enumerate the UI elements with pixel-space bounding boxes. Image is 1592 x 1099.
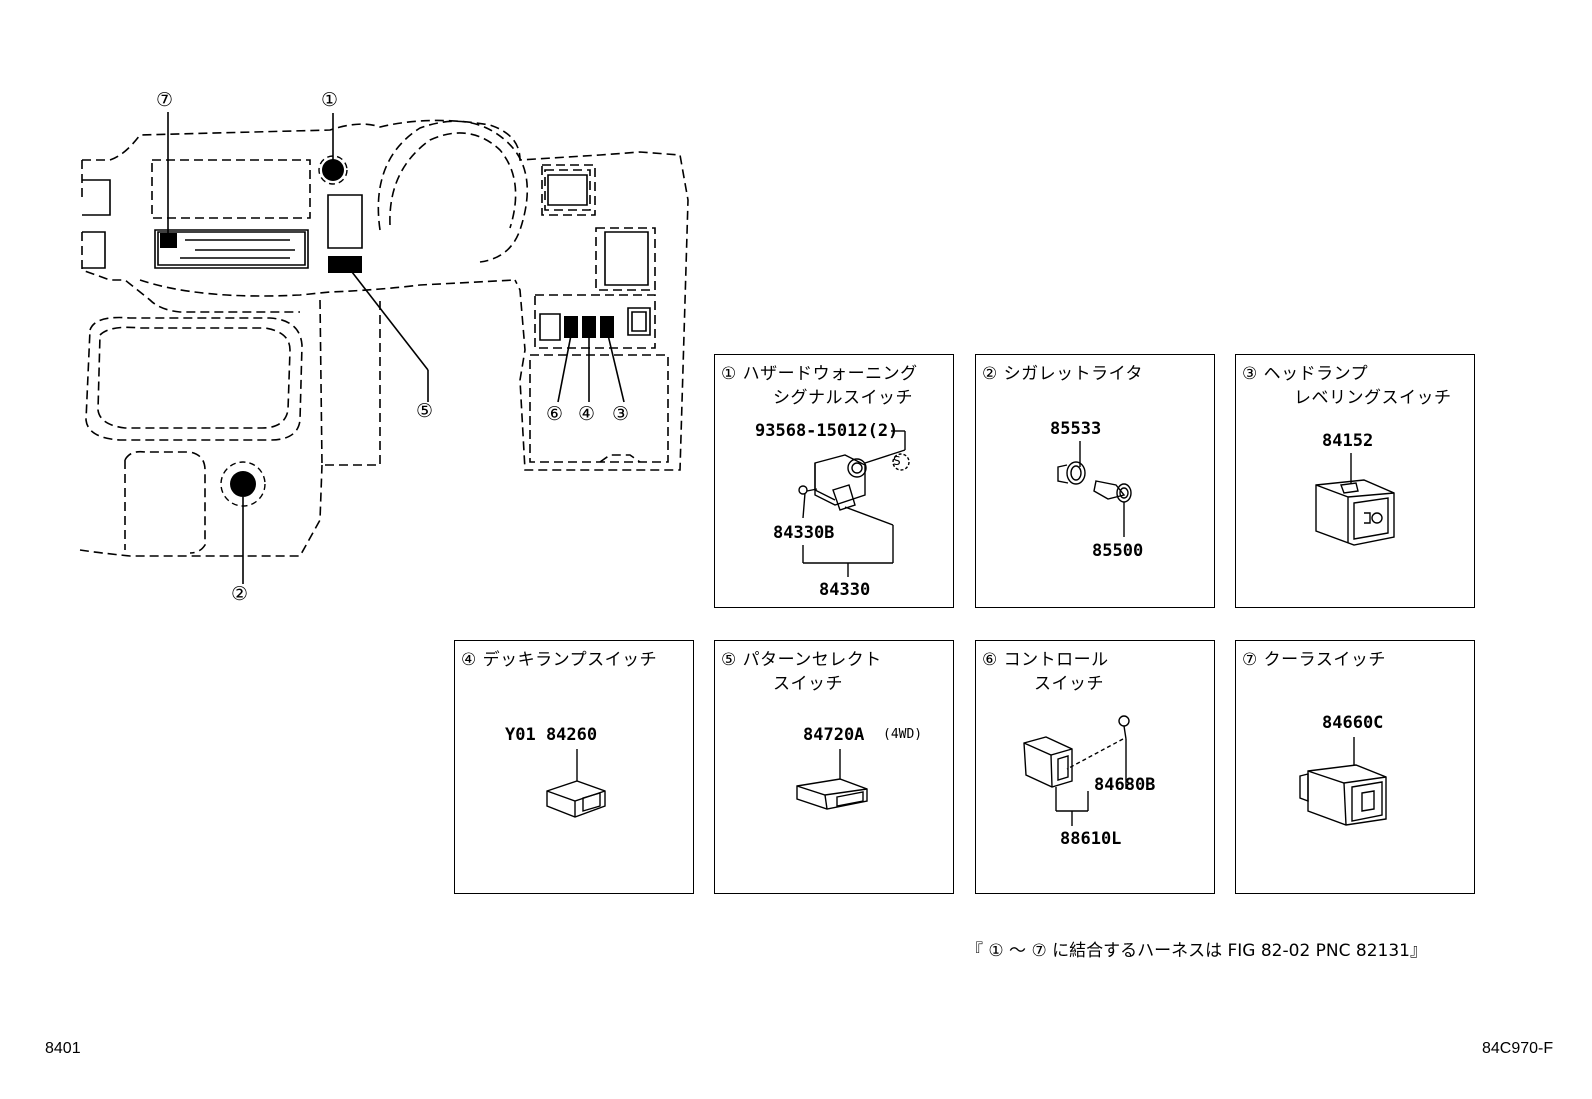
title-line-2: スイッチ [1034,674,1104,694]
title-line-1: クーラスイッチ [1263,650,1386,670]
part-number: 88610L [1060,829,1122,849]
part-number: 85533 [1050,419,1102,439]
callout-2: ② [231,583,249,605]
part-number: 93568-15012(2) [755,421,899,441]
panel-title: ⑤ パターンセレクト [721,649,882,672]
panel-marker: ④ [461,650,477,670]
callout-7: ⑦ [156,89,174,111]
callout-3: ③ [612,403,630,425]
dashboard-overview-drawing [79,112,689,584]
hazard-switch-drawing [798,430,910,577]
pattern-select-drawing [796,749,868,810]
title-line-1: コントロール [1003,650,1109,670]
title-line-2: レベリングスイッチ [1294,388,1452,408]
title-line-1: ヘッドランプ [1263,364,1369,384]
part-number: 84680B [1094,775,1156,795]
harness-note: 『 ① ～ ⑦ に結合するハーネスは FIG 82-02 PNC 82131』 [966,941,1427,961]
callout-1: ① [321,89,339,111]
part-number: 84720A [803,725,865,745]
panel-title: ⑦ クーラスイッチ [1242,649,1386,672]
symbol-s: S [893,454,901,468]
part-number: 84330 [819,580,871,600]
panel-marker: ⑥ [982,650,998,670]
title-line-1: シガレットライタ [1003,364,1143,384]
callout-6: ⑥ [546,403,564,425]
title-line-1: ハザードウォーニング [742,364,918,384]
title-line-2: シグナルスイッチ [773,388,913,408]
callout-5: ⑤ [416,400,434,422]
title-line-2: スイッチ [773,674,843,694]
figure-code: 84C970-F [1482,1040,1554,1057]
part-number: 84152 [1322,431,1374,451]
control-switch-drawing [1023,715,1130,826]
panel-title: ⑥ コントロール [982,649,1109,672]
panel-cooler-switch: ⑦ クーラスイッチ 84660C [1235,640,1475,894]
panel-cigarette-lighter: ② シガレットライタ 85533 85500 [975,354,1215,608]
callout-4: ④ [578,403,596,425]
panel-headlamp-leveling: ③ ヘッドランプ レベリングスイッチ 84152 [1235,354,1475,608]
headlamp-leveling-drawing [1315,453,1395,546]
cooler-switch-drawing [1299,737,1387,826]
panel-marker: ① [721,364,737,384]
panel-title: ② シガレットライタ [982,363,1143,386]
panel-title: ③ ヘッドランプ [1242,363,1368,386]
panel-deck-lamp-switch: ④ デッキランプスイッチ Y01 84260 [454,640,694,894]
variant-note: (4WD) [883,727,923,742]
title-line-1: デッキランプスイッチ [482,650,658,670]
panel-hazard-switch: ① ハザードウォーニング シグナルスイッチ 93568-15012(2) 843… [714,354,954,608]
page-number: 8401 [45,1040,81,1057]
panel-marker: ⑤ [721,650,737,670]
panel-title: ④ デッキランプスイッチ [461,649,657,672]
part-number: Y01 84260 [505,725,598,745]
panel-title: ① ハザードウォーニング [721,363,918,386]
title-line-1: パターンセレクト [742,650,882,670]
panel-marker: ⑦ [1242,650,1258,670]
panel-control-switch: ⑥ コントロール スイッチ 84680B 88610L [975,640,1215,894]
part-number: 84330B [773,523,835,543]
cigarette-lighter-drawing [1057,441,1132,537]
panel-marker: ② [982,364,998,384]
part-number: 84660C [1322,713,1384,733]
panel-pattern-select: ⑤ パターンセレクト スイッチ 84720A (4WD) [714,640,954,894]
panel-marker: ③ [1242,364,1258,384]
deck-lamp-switch-drawing [546,749,606,818]
part-number: 85500 [1092,541,1144,561]
